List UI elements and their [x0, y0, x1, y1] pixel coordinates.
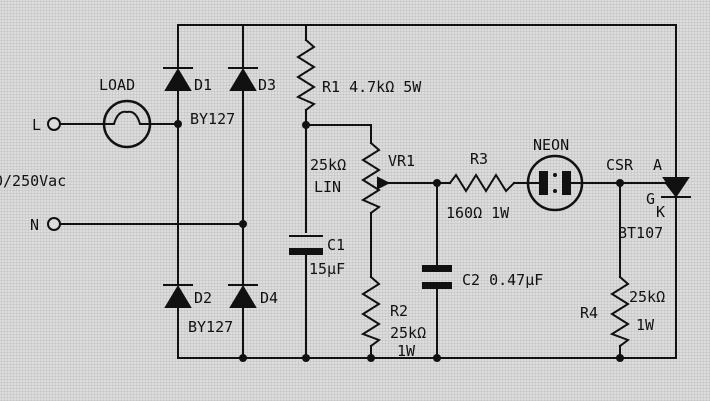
diode-d4: D4	[228, 284, 278, 308]
resistor-r4-power: 1W	[636, 316, 655, 334]
diode-d2: D2	[163, 284, 212, 308]
thyristor-csr: CSR A G K BT107	[606, 156, 691, 242]
capacitor-c1-name: C1	[327, 236, 345, 254]
capacitor-c2-label: C2 0.47μF	[462, 271, 543, 289]
potentiometer-vr1: 25kΩ LIN VR1	[310, 141, 415, 215]
terminal-neutral-label: N	[30, 216, 39, 234]
thyristor-anode: A	[653, 156, 662, 174]
terminal-live-label: L	[32, 116, 41, 134]
capacitor-c1-value: 15μF	[309, 260, 345, 278]
resistor-r2-name: R2	[390, 302, 408, 320]
resistor-r3: R3 160Ω 1W	[446, 150, 516, 222]
resistor-r1: R1 4.7kΩ 5W	[295, 38, 422, 112]
diode-d1-label: D1	[194, 76, 212, 94]
resistor-r3-value: 160Ω 1W	[446, 204, 510, 222]
capacitor-c1: C1 15μF	[289, 235, 345, 278]
diode-d3: D3	[228, 67, 276, 94]
supply-voltage-label: 0/250Vac	[0, 172, 66, 190]
diode-d4-label: D4	[260, 289, 278, 307]
resistor-r1-label: R1 4.7kΩ 5W	[322, 78, 422, 96]
diode-d2-label: D2	[194, 289, 212, 307]
capacitor-c2: C2 0.47μF	[422, 265, 543, 289]
resistor-r2-power: 1W	[397, 342, 416, 360]
junction-dots	[174, 120, 624, 362]
resistor-r2: R2 25kΩ 1W	[360, 275, 426, 360]
neon-lamp: NEON	[526, 136, 584, 212]
resistor-r2-value: 25kΩ	[390, 324, 426, 342]
diode-type-top: BY127	[190, 110, 235, 128]
thyristor-cathode: K	[656, 203, 665, 221]
thyristor-type: BT107	[618, 224, 663, 242]
neon-label: NEON	[533, 136, 569, 154]
resistor-r4-value: 25kΩ	[629, 288, 665, 306]
wiring	[59, 24, 677, 359]
diode-d3-label: D3	[258, 76, 276, 94]
load-lamp: LOAD	[99, 76, 152, 149]
pot-taper: LIN	[314, 178, 341, 196]
resistor-r4: R4 25kΩ 1W	[580, 275, 665, 348]
pot-value: 25kΩ	[310, 156, 346, 174]
resistor-r3-name: R3	[470, 150, 488, 168]
diode-d1: D1	[163, 67, 212, 94]
terminal-neutral: N	[30, 216, 61, 234]
thyristor-gate: G	[646, 190, 655, 208]
terminal-live: L	[32, 116, 61, 134]
load-label: LOAD	[99, 76, 135, 94]
diode-type-bottom: BY127	[188, 318, 233, 336]
thyristor-name: CSR	[606, 156, 634, 174]
pot-name: VR1	[388, 152, 415, 170]
resistor-r4-name: R4	[580, 304, 598, 322]
